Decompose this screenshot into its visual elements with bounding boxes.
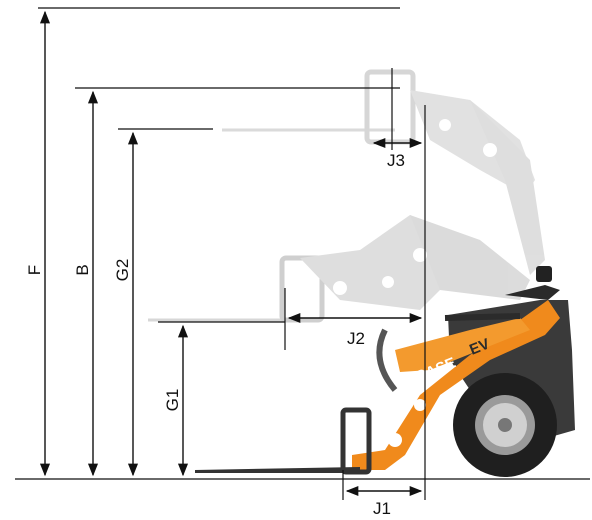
label-J1: J1	[373, 499, 391, 518]
label-F: F	[25, 265, 44, 275]
work-light-icon	[536, 266, 552, 282]
label-B: B	[73, 264, 92, 275]
ev-logo: EV	[467, 335, 492, 358]
lift-arm	[352, 300, 560, 470]
ghost-loader-mid	[148, 215, 530, 323]
label-J2: J2	[347, 329, 365, 348]
label-G1: G1	[163, 389, 182, 412]
label-J3: J3	[387, 151, 405, 170]
main-loader: CASE EV	[195, 266, 575, 477]
fork-tines	[195, 467, 360, 473]
label-G2: G2	[113, 259, 132, 282]
